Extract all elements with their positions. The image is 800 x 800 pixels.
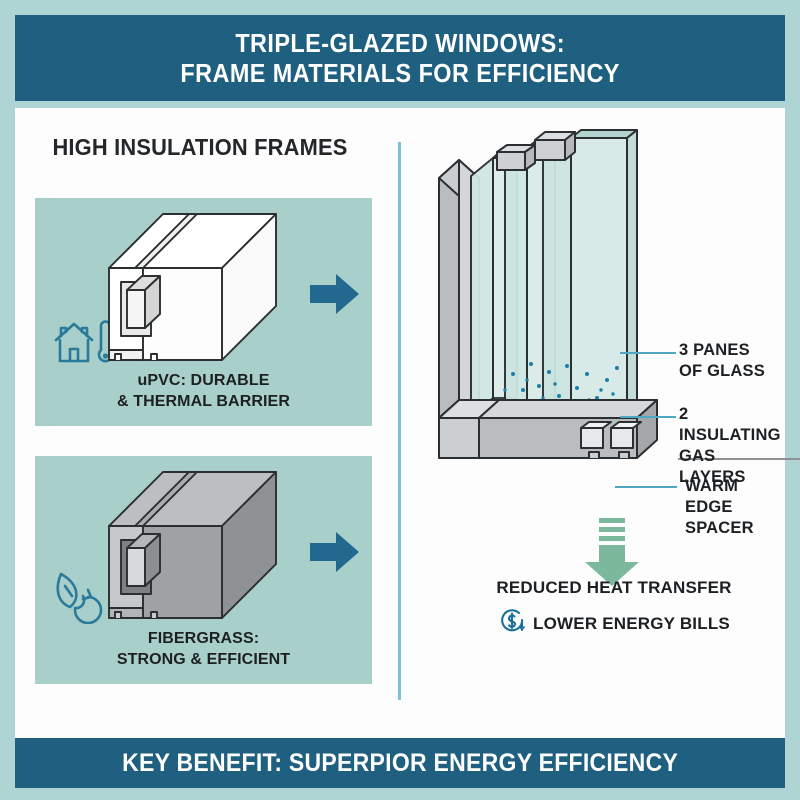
leaf-recycle-icon — [53, 566, 113, 629]
arrow-down-icon — [581, 518, 643, 593]
column-divider — [398, 142, 401, 700]
callout-spacer-line2: SPACER — [685, 519, 754, 537]
frame-panel-fiberglass: FIBERGRASS: STRONG & EFFICIENT — [35, 456, 372, 684]
outcome-reduced-heat-transfer: REDUCED HEAT TRANSFER — [496, 578, 732, 597]
footer-key-benefit: KEY BENEFIT: SUPERPIOR ENERGY EFFICIENCY — [122, 748, 678, 777]
upvc-caption-line1: uPVC: DURABLE — [137, 372, 270, 389]
fiberglass-caption-line1: FIBERGRASS: — [147, 630, 260, 647]
fiberglass-caption-line2: STRONG & EFFICIENT — [116, 651, 291, 668]
upvc-frame-profile-illustration — [105, 210, 290, 367]
fiberglass-frame-profile-illustration — [105, 468, 290, 625]
callout-divider-rule — [678, 458, 800, 460]
callout-panes-of-glass: 3 PANES OF GLASS — [679, 340, 765, 382]
callout-gas-line2: GAS LAYERS — [679, 447, 746, 486]
left-column-title: HIGH INSULATION FRAMES — [52, 134, 348, 160]
callout-leader-line-spacer — [615, 486, 677, 488]
footer-band: KEY BENEFIT: SUPERPIOR ENERGY EFFICIENCY — [15, 738, 785, 788]
dollar-down-icon — [498, 607, 526, 640]
callout-warm-edge-spacer: WARM EDGE SPACER — [685, 476, 785, 539]
triple-glazed-window-cutaway — [431, 128, 661, 533]
upvc-caption: uPVC: DURABLE & THERMAL BARRIER — [35, 370, 372, 412]
arrow-right-icon — [310, 530, 360, 579]
outcome-savings-row: LOWER ENERGY BILLS — [413, 607, 800, 640]
header-title-line1: TRIPLE-GLAZED WINDOWS: — [235, 28, 565, 58]
header-band: TRIPLE-GLAZED WINDOWS: FRAME MATERIALS F… — [15, 15, 785, 101]
callout-insulating-gas-layers: 2 INSULATING GAS LAYERS — [679, 404, 785, 488]
callout-spacer-line1: WARM EDGE — [685, 477, 739, 516]
callout-panes-line1: 3 PANES — [679, 341, 750, 359]
callout-leader-line-gas — [620, 416, 676, 418]
main-content-area: HIGH INSULATION FRAMES — [15, 108, 800, 738]
callout-panes-line2: OF GLASS — [679, 362, 765, 380]
right-column: 3 PANES OF GLASS 2 INSULATING GAS LAYERS… — [413, 108, 800, 738]
callout-gas-line1: 2 INSULATING — [679, 405, 781, 444]
outcome-lower-energy-bills: LOWER ENERGY BILLS — [533, 613, 730, 633]
fiberglass-caption: FIBERGRASS: STRONG & EFFICIENT — [35, 628, 372, 670]
upvc-caption-line2: & THERMAL BARRIER — [117, 393, 290, 410]
frame-panel-upvc: uPVC: DURABLE & THERMAL BARRIER — [35, 198, 372, 426]
callout-leader-line-panes — [620, 352, 676, 354]
header-title-line2: FRAME MATERIALS FOR EFFICIENCY — [180, 58, 620, 88]
arrow-right-icon — [310, 272, 360, 321]
outcome-block: REDUCED HEAT TRANSFER — [413, 578, 800, 640]
